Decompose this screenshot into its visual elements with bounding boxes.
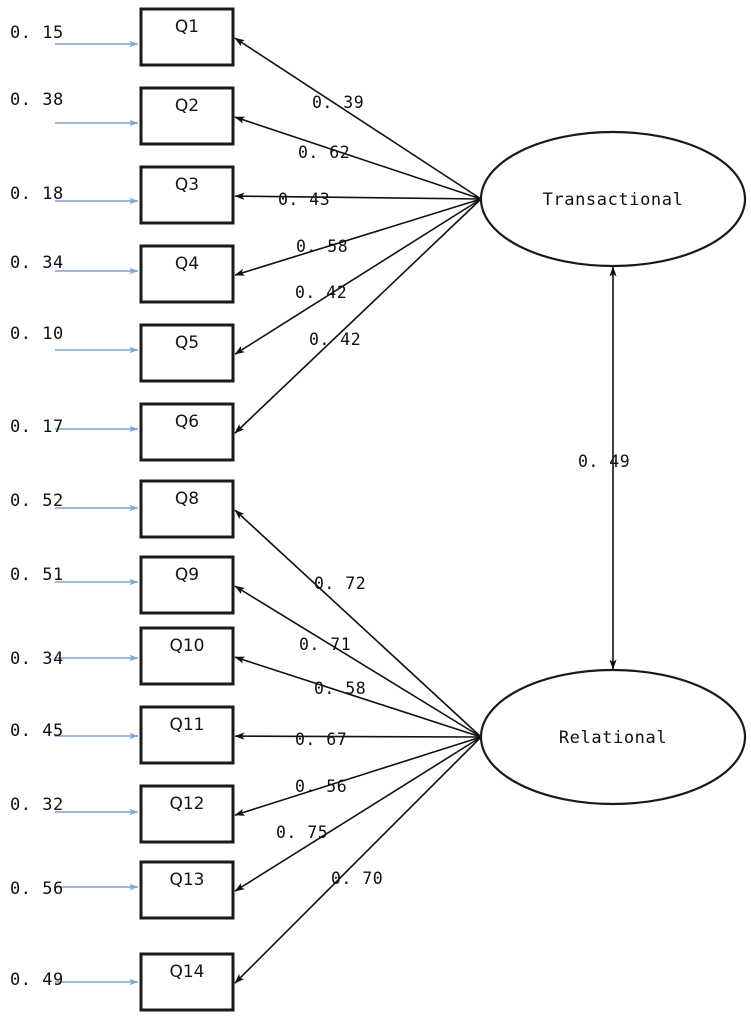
indicator-label-q10: Q10	[169, 636, 204, 656]
indicator-boxes-group	[139, 7, 235, 1012]
latent-ellipse-relational[interactable]	[479, 668, 747, 806]
loading-value-q2: 0. 62	[298, 143, 350, 162]
loading-arrow-q8	[234, 509, 482, 738]
latent-label-transactional: Transactional	[543, 190, 684, 210]
loading-value-q3: 0. 43	[278, 190, 330, 209]
indicator-box-q1[interactable]	[139, 7, 235, 67]
loading-value-q4: 0. 58	[296, 237, 348, 256]
loading-arrow-q5	[234, 198, 482, 355]
loading-value-q10: 0. 58	[314, 679, 366, 698]
latent-ellipses-group	[479, 130, 747, 806]
covariance-value: 0. 49	[578, 452, 630, 471]
loading-arrow-q3	[234, 192, 482, 200]
error-value-q2: 0. 38	[10, 90, 64, 110]
loading-value-q8: 0. 72	[314, 574, 366, 593]
latent-ellipse-transactional[interactable]	[479, 130, 747, 268]
indicator-box-q10[interactable]	[139, 626, 235, 686]
error-value-q14: 0. 49	[10, 970, 64, 990]
indicator-label-q5: Q5	[175, 333, 199, 353]
error-value-q4: 0. 34	[10, 253, 64, 273]
indicator-label-q2: Q2	[175, 96, 199, 116]
indicator-label-q9: Q9	[175, 565, 199, 585]
loading-value-q11: 0. 67	[295, 730, 347, 749]
loading-value-q12: 0. 56	[295, 777, 347, 796]
indicator-label-q1: Q1	[175, 17, 199, 37]
indicator-label-q11: Q11	[169, 715, 204, 735]
error-value-q1: 0. 15	[10, 23, 64, 43]
indicator-label-q12: Q12	[169, 794, 204, 814]
loading-value-q6: 0. 42	[309, 330, 361, 349]
indicator-box-q9[interactable]	[139, 555, 235, 615]
indicator-box-q8[interactable]	[139, 479, 235, 539]
labels-group: 0. 15 0. 39 Q1 0. 38 0. 62 Q2 0. 18 0. 43 Q3 0. 3…	[10, 17, 683, 990]
error-value-q13: 0. 56	[10, 879, 64, 899]
loading-arrow-q4	[234, 198, 482, 276]
indicator-box-q13[interactable]	[139, 860, 235, 920]
error-arrows-group	[55, 40, 139, 986]
loading-arrow-q13	[234, 736, 482, 892]
indicator-box-q11[interactable]	[139, 705, 235, 765]
error-value-q9: 0. 51	[10, 565, 64, 585]
error-value-q5: 0. 10	[10, 324, 64, 344]
indicator-label-q3: Q3	[175, 175, 199, 195]
loading-arrow-q10	[234, 656, 482, 738]
indicator-box-q5[interactable]	[139, 323, 235, 383]
indicator-box-q4[interactable]	[139, 244, 235, 304]
error-value-q10: 0. 34	[10, 649, 64, 669]
error-value-q8: 0. 52	[10, 491, 64, 511]
indicator-label-q8: Q8	[175, 489, 199, 509]
loading-arrow-q1	[234, 37, 482, 200]
loading-value-q5: 0. 42	[295, 283, 347, 302]
indicator-box-q14[interactable]	[139, 952, 235, 1012]
loading-value-q14: 0. 70	[331, 869, 383, 888]
loading-arrow-q9	[234, 585, 482, 738]
loading-arrow-q12	[234, 736, 482, 816]
indicator-box-q6[interactable]	[139, 402, 235, 462]
loading-value-q1: 0. 39	[312, 93, 364, 112]
loading-arrow-q2	[234, 116, 482, 200]
loading-value-q13: 0. 75	[276, 823, 328, 842]
latent-label-relational: Relational	[559, 728, 667, 748]
loading-arrow-q6	[234, 198, 482, 434]
error-value-q6: 0. 17	[10, 417, 64, 437]
indicator-box-q12[interactable]	[139, 784, 235, 844]
indicator-label-q13: Q13	[169, 870, 204, 890]
loading-arrow-q14	[234, 736, 482, 984]
error-value-q12: 0. 32	[10, 795, 64, 815]
indicator-label-q14: Q14	[169, 962, 204, 982]
indicator-box-q2[interactable]	[139, 86, 235, 146]
indicator-box-q3[interactable]	[139, 165, 235, 225]
loading-arrows-group	[234, 37, 482, 984]
error-value-q3: 0. 18	[10, 184, 64, 204]
error-value-q11: 0. 45	[10, 721, 64, 741]
loading-arrow-q11	[234, 732, 482, 740]
indicator-label-q4: Q4	[175, 254, 199, 274]
loading-value-q9: 0. 71	[299, 635, 351, 654]
indicator-label-q6: Q6	[175, 412, 199, 432]
